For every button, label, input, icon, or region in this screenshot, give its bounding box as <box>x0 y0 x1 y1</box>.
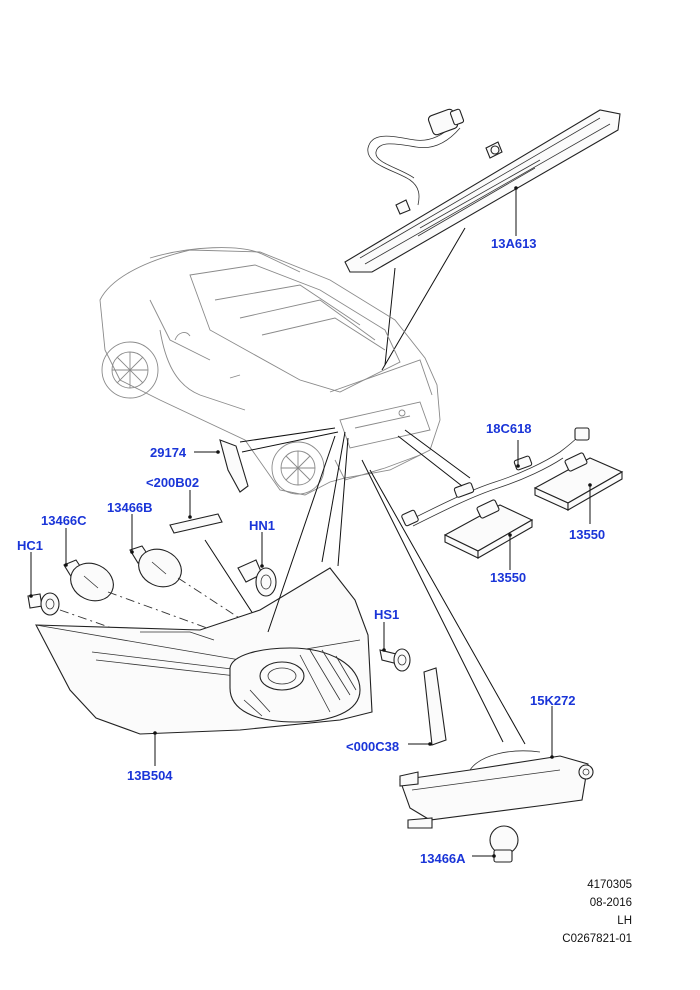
bumper-lamp-15K272 <box>399 750 594 829</box>
diagram-reference: C0267821-01 <box>562 933 632 945</box>
reflector-29174 <box>219 439 249 493</box>
side-reflector-000C38 <box>423 667 447 746</box>
bulb-13466B <box>129 545 182 588</box>
bulb-13466A <box>489 825 519 863</box>
callout-200B02[interactable]: <200B02 <box>146 475 200 490</box>
callout-HS1[interactable]: HS1 <box>374 607 400 622</box>
callout-13466A[interactable]: 13466A <box>420 851 466 866</box>
clip-HN1 <box>237 559 277 597</box>
callout-HC1[interactable]: HC1 <box>17 538 44 553</box>
diagram-side: LH <box>617 915 632 927</box>
callout-13B504[interactable]: 13B504 <box>127 768 173 783</box>
callout-18C618[interactable]: 18C618 <box>486 421 532 436</box>
licence-plate-lamp-left <box>443 499 534 559</box>
side-marker-200B02 <box>169 513 223 534</box>
diagram-number: 4170305 <box>587 879 632 891</box>
high-mount-stop-lamp <box>344 108 621 273</box>
diagram-date: 08-2016 <box>589 897 632 909</box>
callout-15K272[interactable]: 15K272 <box>530 693 576 708</box>
callout-13466C[interactable]: 13466C <box>41 513 87 528</box>
bulb-13466C <box>63 559 114 602</box>
vehicle-outline <box>99 247 441 496</box>
callout-000C38[interactable]: <000C38 <box>346 739 400 754</box>
clip-HS1 <box>379 648 411 672</box>
callout-13550-left[interactable]: 13550 <box>490 570 527 585</box>
callout-HN1[interactable]: HN1 <box>249 518 276 533</box>
licence-plate-lamp-right <box>533 452 624 511</box>
callout-13A613[interactable]: 13A613 <box>491 236 537 251</box>
callout-13466B[interactable]: 13466B <box>107 500 153 515</box>
callout-13550-right[interactable]: 13550 <box>569 527 606 542</box>
rear-lamp-assembly <box>35 567 373 735</box>
callout-29174[interactable]: 29174 <box>150 445 187 460</box>
